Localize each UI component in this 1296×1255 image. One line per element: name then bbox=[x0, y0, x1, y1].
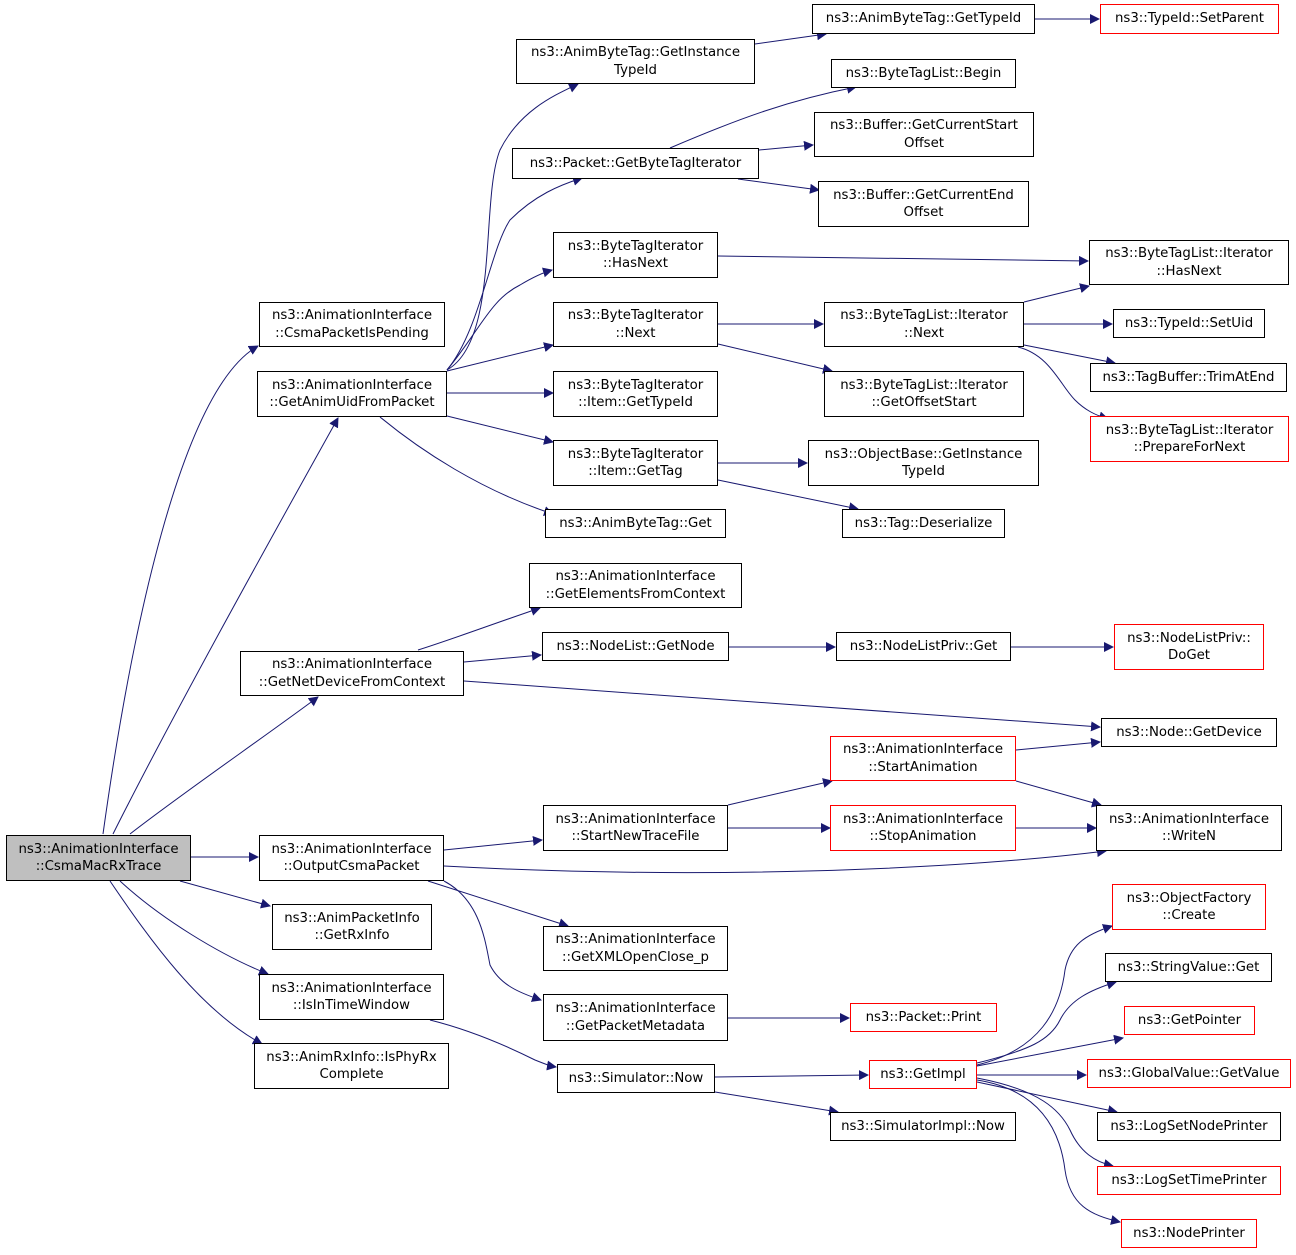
node-byte-tag-iterator-item-get-type-id[interactable]: ns3::ByteTagIterator ::Item::GetTypeId bbox=[553, 371, 718, 417]
node-anim-byte-tag-get-type-id[interactable]: ns3::AnimByteTag::GetTypeId bbox=[812, 4, 1035, 34]
call-edge bbox=[1015, 737, 1101, 751]
node-tag-deserialize[interactable]: ns3::Tag::Deserialize bbox=[842, 509, 1005, 538]
node-get-xml-open-close-p[interactable]: ns3::AnimationInterface ::GetXMLOpenClos… bbox=[543, 926, 728, 971]
node-byte-tag-list-iterator-next[interactable]: ns3::ByteTagList::Iterator ::Next bbox=[824, 302, 1024, 347]
call-edge bbox=[754, 30, 827, 45]
call-edge bbox=[669, 83, 857, 149]
node-get-impl[interactable]: ns3::GetImpl bbox=[869, 1060, 977, 1089]
call-edge bbox=[976, 979, 1117, 1064]
node-buffer-get-current-end-offset[interactable]: ns3::Buffer::GetCurrentEnd Offset bbox=[818, 181, 1029, 227]
call-edge bbox=[714, 1070, 869, 1081]
node-csma-packet-is-pending[interactable]: ns3::AnimationInterface ::CsmaPacketIsPe… bbox=[259, 302, 445, 347]
call-edge bbox=[1023, 344, 1116, 367]
node-object-factory-create[interactable]: ns3::ObjectFactory ::Create bbox=[1112, 884, 1266, 930]
node-start-new-trace-file[interactable]: ns3::AnimationInterface ::StartNewTraceF… bbox=[543, 805, 728, 851]
node-buffer-get-current-start-offset[interactable]: ns3::Buffer::GetCurrentStart Offset bbox=[814, 112, 1034, 157]
node-byte-tag-list-iterator-prepare-for-next[interactable]: ns3::ByteTagList::Iterator ::PrepareForN… bbox=[1090, 416, 1289, 462]
call-edge bbox=[446, 267, 553, 371]
node-node-printer[interactable]: ns3::NodePrinter bbox=[1121, 1219, 1257, 1248]
call-edge bbox=[463, 650, 542, 663]
node-get-elements-from-context[interactable]: ns3::AnimationInterface ::GetElementsFro… bbox=[529, 563, 742, 608]
node-get-net-device-from-context[interactable]: ns3::AnimationInterface ::GetNetDeviceFr… bbox=[240, 651, 464, 696]
node-object-base-get-instance-type-id[interactable]: ns3::ObjectBase::GetInstance TypeId bbox=[808, 440, 1039, 486]
call-edge bbox=[179, 880, 271, 909]
call-edge bbox=[446, 342, 554, 372]
call-edge bbox=[417, 606, 541, 651]
call-edge bbox=[446, 415, 554, 445]
node-byte-tag-list-iterator-get-offset-start[interactable]: ns3::ByteTagList::Iterator ::GetOffsetSt… bbox=[824, 371, 1024, 417]
call-edge bbox=[379, 416, 554, 516]
call-edge bbox=[463, 680, 1101, 732]
call-edge bbox=[446, 175, 583, 371]
call-edge bbox=[976, 1034, 1124, 1067]
node-log-set-node-printer[interactable]: ns3::LogSetNodePrinter bbox=[1097, 1112, 1281, 1141]
node-get-anim-uid-from-packet[interactable]: ns3::AnimationInterface ::GetAnimUidFrom… bbox=[257, 371, 447, 417]
node-byte-tag-iterator-has-next[interactable]: ns3::ByteTagIterator ::HasNext bbox=[553, 232, 718, 278]
call-edge bbox=[1017, 346, 1109, 422]
call-edge bbox=[1015, 780, 1102, 808]
node-byte-tag-list-iterator-has-next[interactable]: ns3::ByteTagList::Iterator ::HasNext bbox=[1089, 240, 1289, 285]
node-node-list-priv-get[interactable]: ns3::NodeListPriv::Get bbox=[836, 632, 1011, 661]
call-edge bbox=[717, 255, 1089, 266]
node-type-id-set-parent[interactable]: ns3::TypeId::SetParent bbox=[1100, 4, 1279, 34]
root-csma-mac-rx-trace: ns3::AnimationInterface ::CsmaMacRxTrace bbox=[6, 835, 191, 881]
node-byte-tag-iterator-next[interactable]: ns3::ByteTagIterator ::Next bbox=[553, 302, 718, 347]
node-node-list-get-node[interactable]: ns3::NodeList::GetNode bbox=[542, 632, 729, 661]
call-edge bbox=[1023, 283, 1090, 303]
call-edge bbox=[443, 847, 1107, 874]
call-edge bbox=[976, 924, 1113, 1066]
node-type-id-set-uid[interactable]: ns3::TypeId::SetUid bbox=[1113, 309, 1265, 338]
node-node-get-device[interactable]: ns3::Node::GetDevice bbox=[1101, 718, 1277, 747]
call-edge bbox=[112, 417, 339, 835]
node-anim-rx-info-is-phy-rx-complete[interactable]: ns3::AnimRxInfo::IsPhyRx Complete bbox=[254, 1043, 449, 1089]
call-edge bbox=[443, 880, 542, 1002]
call-edge bbox=[109, 880, 263, 1045]
node-get-pointer[interactable]: ns3::GetPointer bbox=[1124, 1006, 1255, 1035]
call-edge bbox=[119, 880, 269, 976]
call-edge bbox=[717, 343, 833, 374]
call-edge bbox=[129, 696, 319, 835]
node-anim-byte-tag-get-instance-type-id[interactable]: ns3::AnimByteTag::GetInstance TypeId bbox=[516, 39, 755, 84]
node-node-list-priv-do-get[interactable]: ns3::NodeListPriv:: DoGet bbox=[1114, 624, 1264, 670]
node-byte-tag-list-begin[interactable]: ns3::ByteTagList::Begin bbox=[831, 59, 1016, 88]
call-edge bbox=[429, 1019, 557, 1071]
node-anim-byte-tag-get[interactable]: ns3::AnimByteTag::Get bbox=[545, 509, 726, 538]
node-is-in-time-window[interactable]: ns3::AnimationInterface ::IsInTimeWindow bbox=[259, 974, 444, 1020]
call-edge bbox=[976, 1079, 1121, 1225]
node-get-packet-metadata[interactable]: ns3::AnimationInterface ::GetPacketMetad… bbox=[543, 994, 728, 1041]
node-output-csma-packet[interactable]: ns3::AnimationInterface ::OutputCsmaPack… bbox=[259, 835, 444, 881]
node-global-value-get-value[interactable]: ns3::GlobalValue::GetValue bbox=[1087, 1059, 1291, 1088]
node-packet-print[interactable]: ns3::Packet::Print bbox=[850, 1003, 997, 1032]
node-write-n[interactable]: ns3::AnimationInterface ::WriteN bbox=[1096, 805, 1282, 851]
node-stop-animation[interactable]: ns3::AnimationInterface ::StopAnimation bbox=[830, 805, 1016, 851]
node-start-animation[interactable]: ns3::AnimationInterface ::StartAnimation bbox=[830, 736, 1016, 781]
node-byte-tag-iterator-item-get-tag[interactable]: ns3::ByteTagIterator ::Item::GetTag bbox=[553, 440, 718, 486]
call-edge bbox=[717, 479, 859, 513]
call-edge bbox=[727, 778, 833, 806]
call-edge bbox=[976, 1077, 1114, 1169]
call-edge bbox=[102, 345, 259, 835]
node-simulator-now[interactable]: ns3::Simulator::Now bbox=[557, 1064, 715, 1093]
call-edge bbox=[976, 1081, 1118, 1116]
node-simulator-impl-now[interactable]: ns3::SimulatorImpl::Now bbox=[830, 1112, 1016, 1141]
node-log-set-time-printer[interactable]: ns3::LogSetTimePrinter bbox=[1097, 1166, 1281, 1195]
node-anim-packet-info-get-rx-info[interactable]: ns3::AnimPacketInfo ::GetRxInfo bbox=[272, 904, 432, 950]
call-edge bbox=[427, 880, 569, 929]
call-edge bbox=[443, 835, 543, 851]
call-edge bbox=[714, 1091, 839, 1116]
call-edge bbox=[446, 83, 579, 371]
call-edge bbox=[737, 178, 820, 194]
node-string-value-get[interactable]: ns3::StringValue::Get bbox=[1105, 953, 1272, 982]
node-packet-get-byte-tag-iterator[interactable]: ns3::Packet::GetByteTagIterator bbox=[512, 148, 759, 179]
node-tag-buffer-trim-at-end[interactable]: ns3::TagBuffer::TrimAtEnd bbox=[1090, 363, 1287, 392]
call-edge bbox=[758, 140, 814, 151]
